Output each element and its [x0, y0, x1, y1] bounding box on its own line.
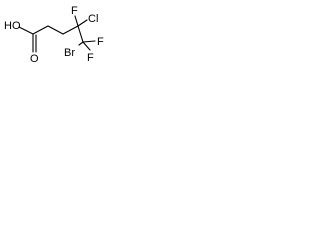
structural-formula: HO O F Cl Br F F [4, 5, 104, 65]
bond-c1-oh [18, 26, 34, 35]
bond-c5-br [78, 41, 84, 46]
bond-c2-c3 [47, 25, 64, 35]
atom-label-fluorine-bottom: F [87, 52, 94, 64]
bond-c5-f-bottom [82, 41, 91, 51]
bond-c4-cl [77, 19, 88, 27]
bond-c4-f [74, 15, 79, 27]
bond-c5-f-right [82, 40, 96, 43]
atom-label-fluorine-top: F [71, 5, 78, 17]
atom-label-hydroxyl: HO [4, 20, 21, 32]
bond-c4-c5 [77, 25, 84, 43]
bond-c3-c4 [62, 25, 79, 35]
atom-label-fluorine-right: F [97, 36, 104, 48]
atom-label-carbonyl-oxygen: O [30, 53, 39, 65]
atom-label-chlorine: Cl [88, 13, 98, 25]
atom-label-bromine: Br [64, 47, 75, 59]
bond-c1-c2 [32, 25, 49, 35]
